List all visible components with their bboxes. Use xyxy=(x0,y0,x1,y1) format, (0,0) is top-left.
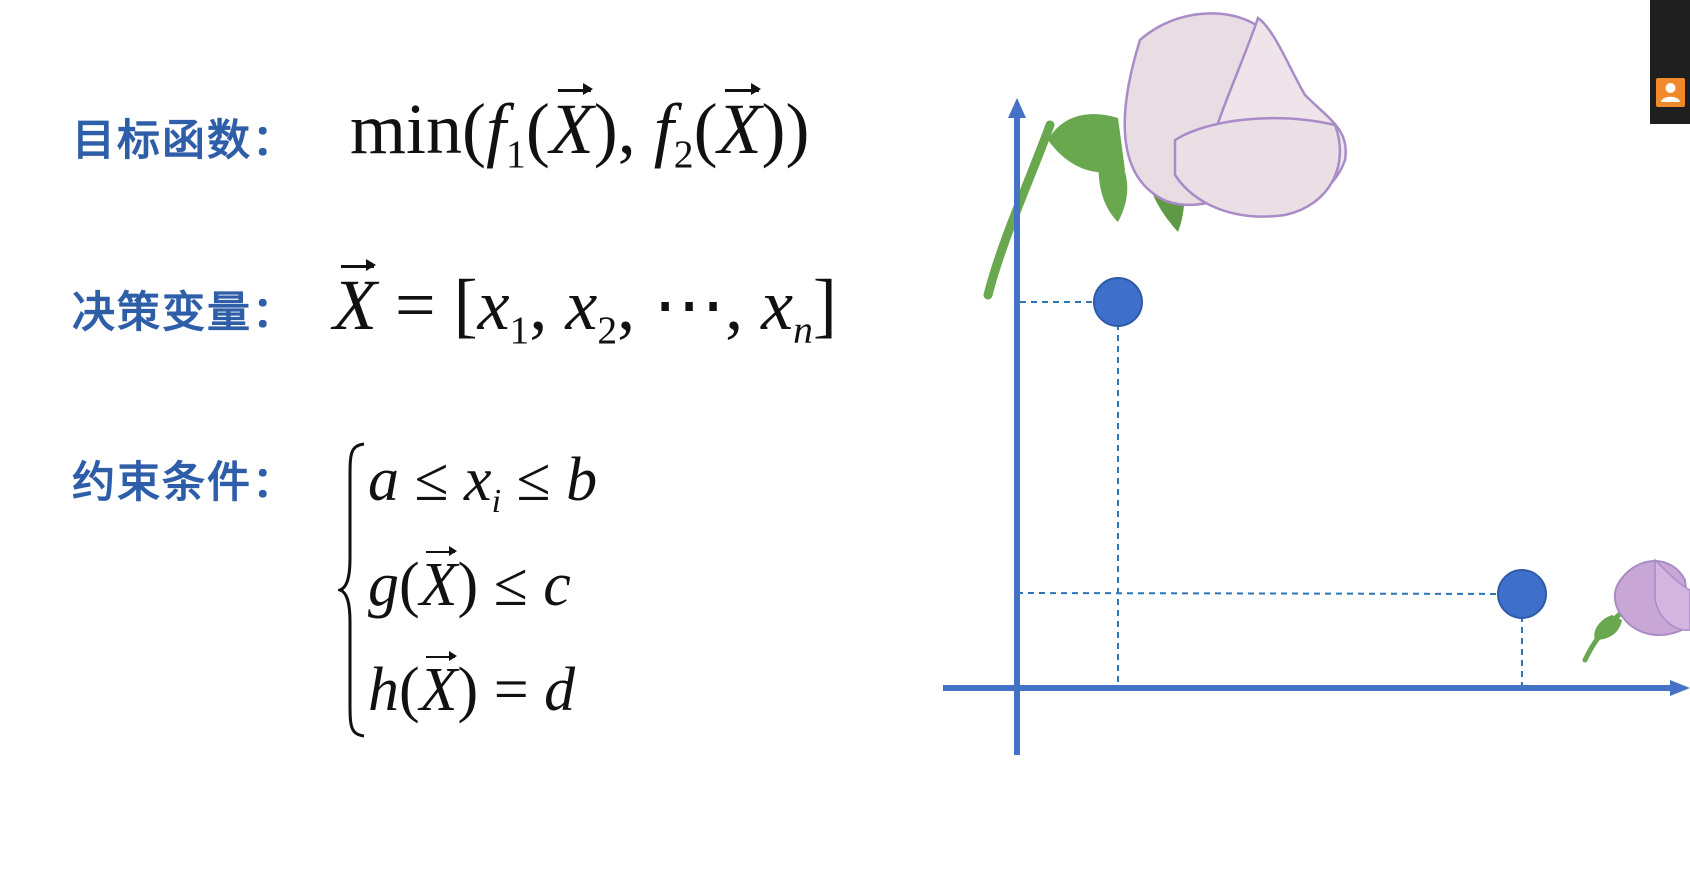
pareto-point xyxy=(1093,277,1143,327)
vector-x-symbol: X xyxy=(549,82,594,169)
rose-icon xyxy=(1582,558,1690,663)
x1-subscript: 1 xyxy=(509,307,530,352)
vector-x-symbol: X xyxy=(333,258,377,345)
rose-icon xyxy=(983,12,1348,300)
xi-subscript: i xyxy=(491,482,502,520)
b-symbol: b xyxy=(566,446,598,514)
f1-subscript: 1 xyxy=(506,131,526,176)
leq-sign: ≤ xyxy=(414,446,449,514)
h-symbol: h xyxy=(368,656,399,724)
objective-formula: min(f1(X), f2(X)) xyxy=(350,82,810,176)
x2-symbol: x xyxy=(565,265,598,345)
min-operator: min xyxy=(350,89,463,169)
constraint-inequality: g(X) ≤ c xyxy=(368,545,571,619)
g-symbol: g xyxy=(368,551,399,619)
leq-sign: ≤ xyxy=(493,551,528,619)
equals-sign: = xyxy=(493,656,529,724)
constraint-equality: h(X) = d xyxy=(368,650,576,724)
xi-symbol: x xyxy=(464,446,492,514)
y-axis-arrow-icon xyxy=(1008,98,1026,118)
xn-symbol: x xyxy=(761,265,794,345)
c-symbol: c xyxy=(543,551,571,619)
constraints-brace xyxy=(338,442,365,738)
vector-x-symbol: X xyxy=(419,650,458,724)
d-symbol: d xyxy=(544,656,576,724)
vector-x-symbol: X xyxy=(419,545,458,619)
constraints-label: 约束条件： xyxy=(72,458,297,508)
ellipsis: ⋯ xyxy=(653,265,726,345)
person-icon xyxy=(1661,83,1680,102)
x2-subscript: 2 xyxy=(597,307,618,352)
x-axis-arrow-icon xyxy=(1670,680,1690,696)
pareto-point xyxy=(1497,569,1547,619)
equals-sign: = xyxy=(394,265,436,345)
leq-sign: ≤ xyxy=(516,446,551,514)
f1-symbol: f xyxy=(486,89,507,169)
decision-formula: X = [x1, x2, ⋯, xn] xyxy=(333,258,837,352)
f2-subscript: 2 xyxy=(673,131,694,176)
person-button[interactable] xyxy=(1656,78,1685,107)
objective-label: 目标函数： xyxy=(72,116,297,166)
constraint-bounds: a ≤ xi ≤ b xyxy=(368,445,597,521)
f2-symbol: f xyxy=(653,89,674,169)
guide-line xyxy=(1016,592,1521,595)
x1-symbol: x xyxy=(477,265,510,345)
a-symbol: a xyxy=(368,446,399,514)
xn-subscript: n xyxy=(793,307,813,352)
vector-x-symbol: X xyxy=(717,82,762,169)
decision-variables-label: 决策变量： xyxy=(72,288,297,338)
